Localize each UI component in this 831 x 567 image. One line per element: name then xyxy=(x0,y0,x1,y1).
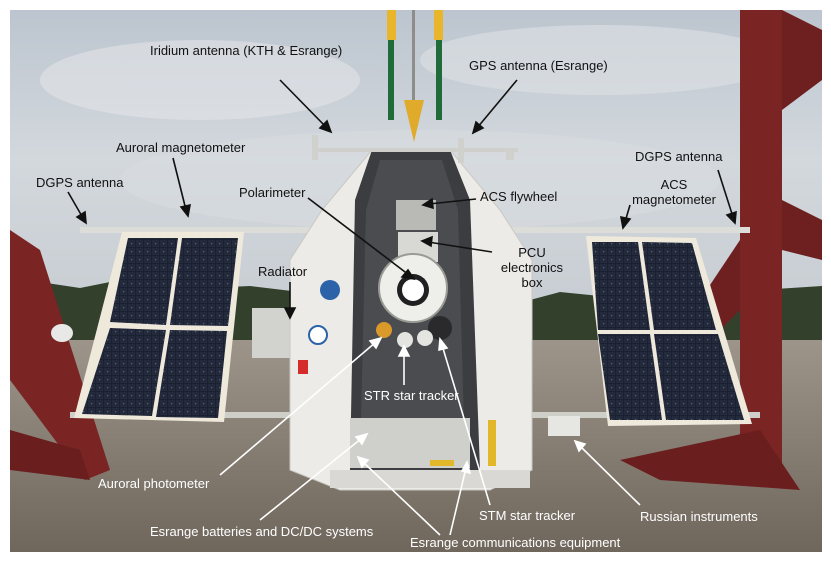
label-auroral-magnetometer: Auroral magnetometer xyxy=(116,140,246,155)
label-radiator: Radiator xyxy=(258,264,308,279)
label-auroral-photometer: Auroral photometer xyxy=(98,476,210,491)
label-pcu-line3: box xyxy=(521,275,543,290)
label-dgps-antenna-right: DGPS antenna xyxy=(635,149,723,164)
label-russian-instruments: Russian instruments xyxy=(640,509,758,524)
label-polarimeter: Polarimeter xyxy=(239,185,306,200)
label-iridium-antenna: Iridium antenna (KTH & Esrange) xyxy=(150,43,343,58)
label-pcu-line2: electronics xyxy=(500,260,564,275)
label-esrange-batteries: Esrange batteries and DC/DC systems xyxy=(150,524,374,539)
label-str-star-tracker: STR star tracker xyxy=(364,388,459,403)
label-gps-antenna: GPS antenna (Esrange) xyxy=(469,58,608,73)
label-dgps-antenna-left: DGPS antenna xyxy=(36,175,124,190)
label-acs-magnetometer: ACS magnetometer xyxy=(628,177,720,207)
label-stm-star-tracker: STM star tracker xyxy=(479,508,576,523)
label-acs-flywheel: ACS flywheel xyxy=(480,189,558,204)
label-pcu-electronics-box: PCU electronics box xyxy=(490,245,574,290)
label-esrange-comms: Esrange communications equipment xyxy=(410,535,621,550)
frame-right xyxy=(740,10,782,480)
label-pcu-line1: PCU xyxy=(518,245,546,260)
label-acs-magnetometer-line2: magnetometer xyxy=(632,192,716,207)
label-acs-magnetometer-line1: ACS xyxy=(660,177,688,192)
